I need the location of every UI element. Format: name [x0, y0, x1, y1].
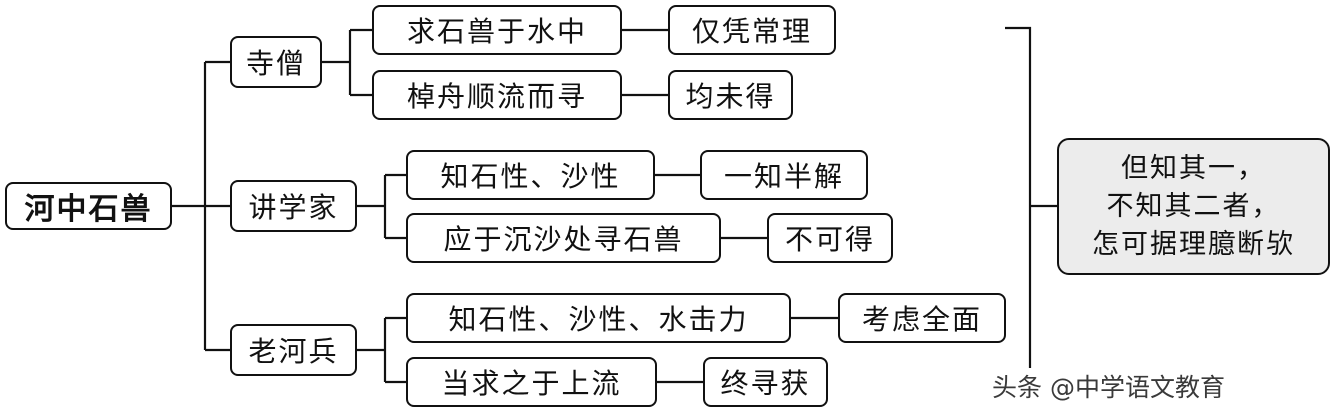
method-node: 当求之于上流: [406, 357, 657, 407]
result-node: 不可得: [767, 213, 893, 263]
method-node: 知石性、沙性: [406, 150, 655, 200]
method-node: 应于沉沙处寻石兽: [406, 213, 721, 263]
result-node: 一知半解: [700, 150, 868, 200]
person-label: 寺僧: [245, 47, 306, 80]
summary-line: 怎可据理臆断欤: [1092, 228, 1295, 260]
method-label: 知石性、沙性: [440, 160, 621, 193]
summary-line: 不知其二者，: [1106, 190, 1281, 222]
root-node: 河中石兽: [5, 182, 172, 230]
person-label: 老河兵: [248, 335, 339, 368]
result-label: 一知半解: [723, 160, 844, 193]
method-label: 应于沉沙处寻石兽: [443, 223, 684, 256]
result-node: 终寻获: [703, 357, 828, 407]
method-label: 当求之于上流: [441, 367, 622, 400]
result-node: 仅凭常理: [668, 5, 836, 55]
person-label: 讲学家: [248, 191, 339, 224]
method-node: 棹舟顺流而寻: [372, 70, 622, 120]
person-node-scholar: 讲学家: [230, 180, 357, 232]
result-label: 均未得: [685, 80, 776, 113]
summary-node: 但知其一， 不知其二者， 怎可据理臆断欤: [1057, 138, 1330, 275]
method-label: 知石性、沙性、水击力: [448, 303, 749, 336]
person-node-soldier: 老河兵: [230, 324, 357, 376]
result-label: 不可得: [784, 223, 875, 256]
result-label: 终寻获: [720, 367, 811, 400]
root-label: 河中石兽: [24, 192, 153, 227]
method-node: 知石性、沙性、水击力: [406, 293, 791, 343]
watermark: 头条 @中学语文教育: [992, 373, 1225, 402]
result-label: 仅凭常理: [691, 15, 812, 48]
result-node: 考虑全面: [838, 293, 1006, 343]
result-label: 考虑全面: [861, 303, 982, 336]
result-node: 均未得: [668, 70, 793, 120]
person-node-monk: 寺僧: [230, 36, 322, 88]
summary-line: 但知其一，: [1121, 152, 1266, 184]
method-label: 棹舟顺流而寻: [406, 80, 587, 113]
method-label: 求石兽于水中: [406, 15, 587, 48]
method-node: 求石兽于水中: [372, 5, 622, 55]
